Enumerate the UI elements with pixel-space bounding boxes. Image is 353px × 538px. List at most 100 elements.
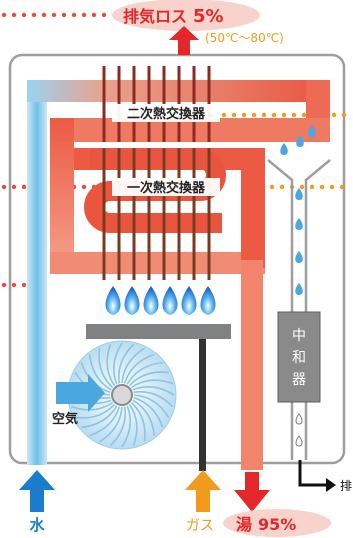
- fan-blade: [132, 399, 156, 436]
- secondary-pipe-left-down: [50, 118, 74, 273]
- dot: [11, 282, 17, 288]
- condensate-droplets: [280, 125, 316, 447]
- hot-water-down-arrow-icon: [234, 472, 270, 512]
- droplet-icon: [295, 413, 303, 425]
- dot: [251, 112, 257, 118]
- cold-water-pipe: [27, 80, 47, 465]
- dot: [271, 112, 277, 118]
- water-up-arrow-icon: [19, 470, 55, 512]
- exhaust-cloud: [112, 0, 260, 31]
- exhaust-temp-range: (50℃〜80℃): [205, 31, 284, 45]
- hot-water-pipe: [241, 260, 263, 470]
- dot: [261, 112, 267, 118]
- fan-blade: [130, 379, 173, 389]
- dot: [281, 112, 287, 118]
- dot: [1, 184, 7, 190]
- dot: [279, 184, 285, 190]
- neutralizer-char-3: 器: [292, 372, 306, 388]
- fan-blade: [133, 391, 174, 408]
- fan-blade: [71, 401, 114, 411]
- fan-blade: [121, 347, 146, 384]
- dot: [101, 12, 107, 18]
- fan-blade: [118, 343, 135, 384]
- droplet-icon: [308, 125, 316, 137]
- dot: [11, 184, 17, 190]
- droplet-icon: [280, 143, 288, 155]
- fan-blade: [106, 344, 116, 387]
- fan-blade: [130, 401, 146, 442]
- burner-flames: [105, 286, 216, 315]
- dot: [331, 112, 337, 118]
- flame-icon: [200, 286, 216, 315]
- flame-icon: [105, 286, 121, 315]
- flame-icon: [181, 286, 197, 315]
- dot: [51, 12, 57, 18]
- dot: [329, 184, 335, 190]
- dot: [1, 12, 7, 18]
- dot: [299, 184, 305, 190]
- dot: [309, 184, 315, 190]
- dot: [319, 184, 325, 190]
- burner-plate: [86, 324, 231, 339]
- air-label: 空気: [52, 411, 78, 427]
- droplet-icon: [295, 218, 303, 230]
- gas-up-arrow-icon: [185, 470, 221, 512]
- gas-label: ガス: [186, 518, 214, 534]
- dot: [269, 184, 275, 190]
- exhaust-up-arrow-icon: [169, 26, 199, 55]
- fan-blade: [133, 394, 170, 419]
- fan-blade: [132, 385, 175, 396]
- droplet-icon: [295, 435, 303, 447]
- secondary-pipe-right-down: [306, 80, 330, 124]
- fan-blade: [98, 406, 123, 443]
- drain-arrow-icon: [298, 460, 328, 487]
- fan-blade: [128, 371, 169, 387]
- dot: [231, 112, 237, 118]
- dot: [61, 12, 67, 18]
- dot: [241, 112, 247, 118]
- flame-icon: [143, 286, 159, 315]
- primary-fins: [102, 148, 211, 280]
- dot: [81, 184, 87, 190]
- fan-blade: [112, 342, 123, 385]
- fan-blade: [109, 406, 126, 447]
- dot: [81, 12, 87, 18]
- dot: [31, 12, 37, 18]
- neutralizer-box: [277, 311, 321, 403]
- fan-blade: [89, 406, 121, 437]
- fan-blade: [121, 405, 132, 448]
- dot: [291, 112, 297, 118]
- dot: [71, 12, 77, 18]
- dot: [301, 112, 307, 118]
- dot: [339, 184, 345, 190]
- dot: [11, 12, 17, 18]
- fan-blade: [98, 348, 114, 389]
- fan-blade: [133, 396, 164, 428]
- flame-icon: [124, 286, 140, 315]
- dot: [91, 12, 97, 18]
- fan-blade: [75, 403, 116, 419]
- gas-pipe: [199, 339, 206, 471]
- droplet-icon: [296, 135, 304, 147]
- droplet-icon: [295, 188, 303, 200]
- dot: [21, 282, 27, 288]
- flame-icon: [162, 286, 178, 315]
- water-label: 水: [29, 516, 45, 534]
- droplet-icon: [295, 283, 303, 295]
- fan-blade: [126, 361, 163, 385]
- fan-blade: [123, 353, 155, 384]
- neutralizer-char-2: 和: [292, 350, 306, 366]
- neutralizer-char-1: 中: [292, 328, 306, 344]
- secondary-heat-exchanger-label: 二次熱交換器: [127, 106, 206, 122]
- dot: [1, 282, 7, 288]
- dot: [341, 112, 347, 118]
- dot: [21, 12, 27, 18]
- dot: [21, 184, 27, 190]
- fan-blade: [128, 403, 138, 446]
- drain-label: 排: [340, 479, 352, 493]
- droplet-icon: [295, 251, 303, 263]
- hot-water-cloud: [223, 509, 331, 537]
